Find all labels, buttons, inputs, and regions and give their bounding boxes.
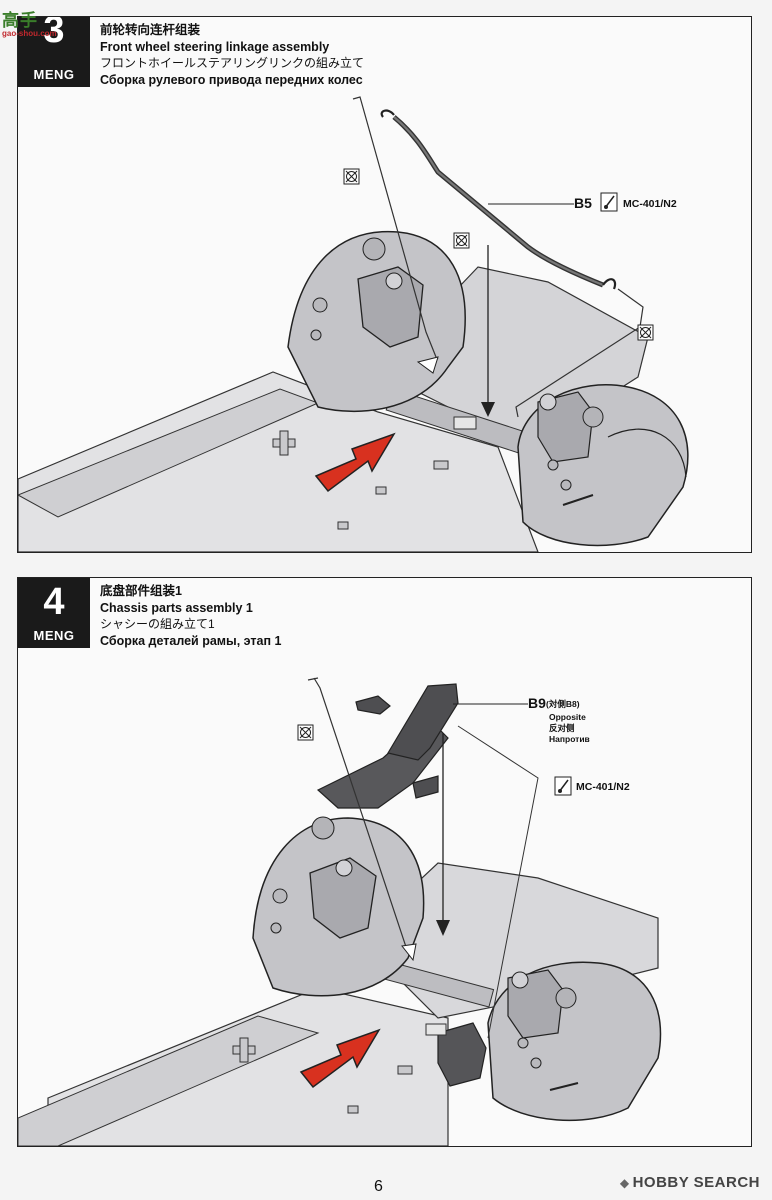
step-number: 4 (43, 581, 65, 623)
title-zh: 底盘部件组装1 (100, 584, 182, 598)
paint-brush-icon (600, 192, 618, 212)
part-b5-label: B5 (574, 195, 592, 211)
title-zh: 前轮转向连杆组装 (100, 23, 201, 37)
part-b9-label: B9 (528, 695, 546, 711)
step-number: 3 (43, 16, 65, 51)
title-ja: フロントホイールステアリングリンクの組み立て (100, 56, 365, 70)
title-ru: Сборка деталей рамы, этап 1 (100, 633, 282, 648)
no-glue-icon (637, 324, 654, 341)
step-4-panel: B9 (対側B8) Opposite 反对侧 Напротив MC-401/N… (17, 577, 752, 1147)
page-number: 6 (374, 1178, 383, 1195)
no-glue-icon (453, 232, 470, 249)
title-ja: シャシーの組み立て1 (100, 617, 215, 631)
step-titles: 前轮转向连杆组装 Front wheel steering linkage as… (100, 22, 364, 88)
opposite-ru: Напротив (549, 734, 590, 744)
no-glue-icon (343, 168, 360, 185)
title-ru: Сборка рулевого привода передних колес (100, 72, 363, 87)
watermark-hobby-search: ◆HOBBY SEARCH (619, 1174, 760, 1191)
brand-logo: MENG (33, 67, 75, 82)
watermark-icon: ◆ (619, 1176, 630, 1190)
step-3-illustration: B5 MC-401/N2 (18, 96, 689, 552)
step-3-panel: B5 MC-401/N2 3 MENG 前轮转向连杆组装 Front wheel… (17, 16, 752, 553)
step-number-badge: 3 MENG (18, 17, 90, 87)
no-glue-icon (297, 724, 314, 741)
step-number-badge: 4 MENG (18, 578, 90, 648)
step-4-illustration: B9 (対側B8) Opposite 反对侧 Напротив MC-401/N… (18, 677, 662, 1146)
title-en: Front wheel steering linkage assembly (100, 39, 330, 54)
step-titles: 底盘部件组装1 Chassis parts assembly 1 シャシーの組み… (100, 583, 281, 649)
title-en: Chassis parts assembly 1 (100, 600, 253, 615)
paint-code-label: MC-401/N2 (576, 781, 630, 793)
opposite-zh: 反对侧 (549, 723, 575, 733)
paint-brush-icon (554, 776, 572, 796)
paint-code-label: MC-401/N2 (623, 198, 677, 210)
watermark-logo: 高手 gao-shou.com (2, 11, 57, 38)
part-b9-note: (対側B8) (546, 699, 580, 709)
opposite-en: Opposite (549, 712, 586, 722)
brand-logo: MENG (33, 628, 75, 643)
